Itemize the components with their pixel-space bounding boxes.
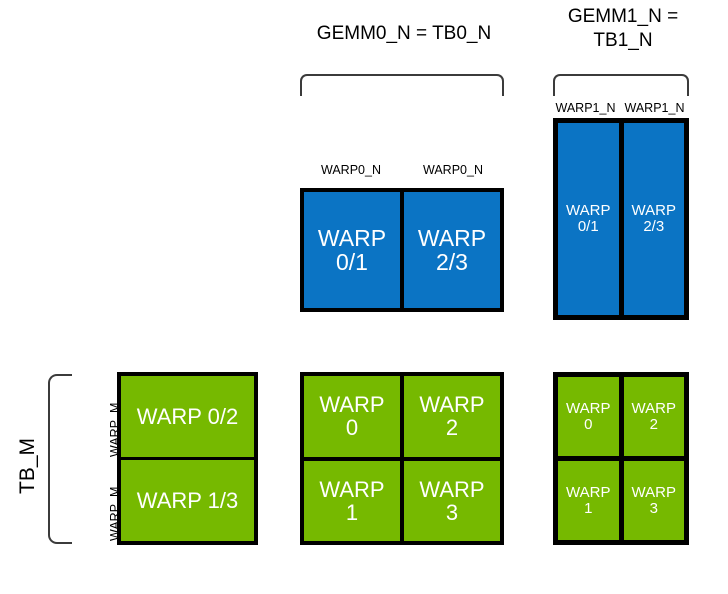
blue-cell-warp-0-1: WARP 0/1	[558, 123, 619, 315]
blue-cell-warp-0-1: WARP 0/1	[304, 192, 400, 308]
gemm0-n-bracket	[300, 74, 504, 96]
green-cell-warp-0: WARP 0	[558, 377, 619, 456]
cell-line-2: 1	[345, 499, 359, 525]
cell-line-1: WARP	[317, 224, 387, 251]
green-block-middle: WARP 0 WARP 1 WARP 2 WARP 3	[300, 372, 504, 545]
cell-line-1: WARP 1/3	[136, 487, 239, 513]
cell-line-2: 0/1	[336, 249, 368, 275]
green-cell-warp-3: WARP 3	[623, 461, 684, 540]
tb-m-label: TB_M	[16, 437, 39, 494]
cell-line-2: 3	[649, 499, 658, 517]
green-column-left: WARP 0 WARP 1	[304, 376, 400, 541]
cell-line-1: WARP	[631, 202, 676, 220]
green-cell-warp-0: WARP 0	[304, 376, 400, 457]
cell-line-1: WARP	[419, 476, 485, 502]
cell-line-2: 2	[445, 415, 459, 441]
blue-cell-warp-2-3: WARP 2/3	[623, 123, 684, 315]
green-block-right: WARP 0 WARP 1 WARP 2 WARP 3	[553, 372, 689, 545]
green-column-left: WARP 0 WARP 1	[558, 377, 619, 540]
gemm1-n-bracket	[553, 74, 689, 96]
cell-line-1: WARP	[631, 483, 676, 501]
green-column-right: WARP 2 WARP 3	[404, 376, 500, 541]
warp0-n-label-right: WARP0_N	[423, 163, 483, 177]
blue-block-gemm0: WARP 0/1 WARP 2/3	[300, 188, 504, 312]
cell-line-2: 2	[649, 415, 658, 433]
green-cell-warp-0-2: WARP 0/2	[121, 376, 254, 457]
cell-line-2: 0/1	[577, 218, 599, 235]
warp0-n-label-left: WARP0_N	[321, 163, 381, 177]
green-block-left: WARP 0/2 WARP 1/3	[117, 372, 258, 545]
cell-line-2: 0	[345, 415, 359, 441]
blue-block-gemm1: WARP 0/1 WARP 2/3	[553, 118, 689, 320]
green-cell-warp-1-3: WARP 1/3	[121, 460, 254, 541]
green-cell-warp-2: WARP 2	[404, 376, 500, 457]
tb-m-bracket	[48, 374, 72, 544]
green-cell-warp-2: WARP 2	[623, 377, 684, 456]
green-cell-warp-1: WARP 1	[558, 461, 619, 540]
cell-line-1: WARP	[566, 202, 611, 220]
warp1-n-label-left: WARP1_N	[555, 101, 616, 115]
cell-line-1: WARP	[631, 399, 676, 417]
cell-line-2: 2/3	[436, 249, 468, 275]
green-cell-warp-3: WARP 3	[404, 460, 500, 541]
green-column-right: WARP 2 WARP 3	[623, 377, 684, 540]
cell-line-1: WARP 0/2	[136, 403, 239, 429]
cell-line-1: WARP	[566, 483, 611, 501]
cell-line-2: 3	[445, 499, 459, 525]
cell-line-1: WARP	[319, 476, 385, 502]
warp1-n-label-right: WARP1_N	[624, 101, 685, 115]
cell-line-1: WARP	[319, 392, 385, 418]
cell-line-2: 1	[584, 499, 593, 517]
cell-line-2: 2/3	[643, 218, 665, 235]
cell-line-2: 0	[584, 415, 593, 433]
green-cell-warp-1: WARP 1	[304, 460, 400, 541]
cell-line-1: WARP	[419, 392, 485, 418]
blue-cell-warp-2-3: WARP 2/3	[404, 192, 500, 308]
cell-line-1: WARP	[417, 224, 487, 251]
gemm0-n-title: GEMM0_N = TB0_N	[316, 23, 492, 44]
gemm1-n-title: GEMM1_N = TB1_N	[567, 6, 679, 51]
cell-line-1: WARP	[566, 399, 611, 417]
